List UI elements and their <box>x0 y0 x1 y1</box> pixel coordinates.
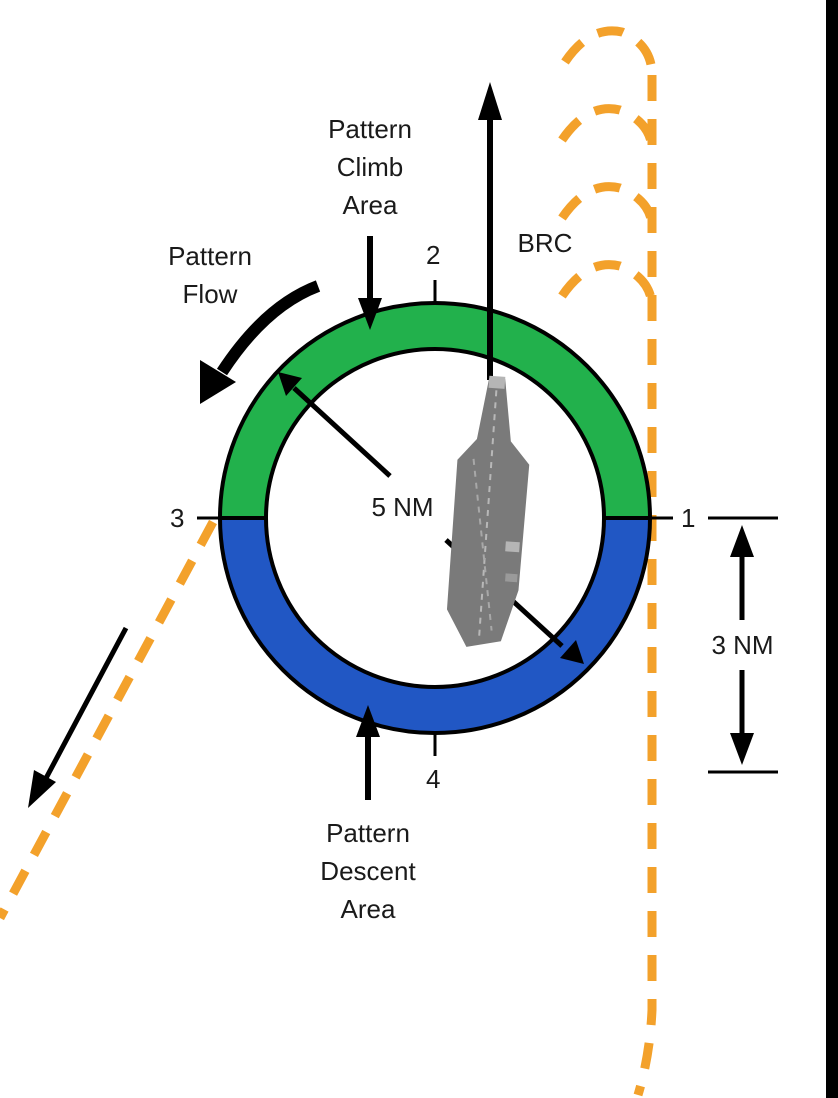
pattern-descent-line-2: Descent <box>320 856 416 886</box>
point-1-label: 1 <box>681 503 696 533</box>
pattern-loop-3 <box>558 182 657 226</box>
pattern-flow-arrow <box>200 280 321 404</box>
pattern-descent-line-3: Area <box>340 894 396 924</box>
pattern-path <box>0 26 657 1097</box>
brc-label: BRC <box>517 228 573 258</box>
pattern-flow-line-2: Flow <box>182 279 238 309</box>
radius-arrow-head-upper <box>278 372 302 396</box>
point-3-label: 3 <box>170 503 185 533</box>
climb-area-arrow <box>358 236 382 330</box>
pattern-climb-line-1: Pattern <box>328 114 412 144</box>
departure-arrow <box>28 626 129 808</box>
point-4-label: 4 <box>426 764 441 794</box>
pattern-flow-line-1: Pattern <box>168 241 252 271</box>
pattern-descent-line-1: Pattern <box>326 818 410 848</box>
radius-arrow-head-lower <box>560 640 584 664</box>
pattern-climb-line-2: Climb <box>336 152 404 182</box>
pattern-loop-2 <box>558 104 657 149</box>
offset-label: 3 NM <box>711 630 774 660</box>
point-2-label: 2 <box>426 240 441 270</box>
radius-label: 5 NM <box>371 492 434 522</box>
carrier-ship <box>446 375 530 647</box>
pattern-flow-label: Pattern Flow <box>145 237 275 313</box>
climb-area-ring <box>217 301 653 520</box>
pattern-climb-area-label: Pattern Climb Area <box>300 110 440 224</box>
descent-area-ring <box>217 516 653 735</box>
pattern-loop-1 <box>561 26 657 76</box>
pattern-climb-line-3: Area <box>342 190 398 220</box>
pattern-path-left-leg <box>0 519 217 921</box>
offset-dimension-arrow <box>730 525 754 765</box>
reference-lines <box>197 280 778 774</box>
pattern-loop-4 <box>558 260 657 306</box>
pattern-descent-area-label: Pattern Descent Area <box>290 814 446 928</box>
brc-arrow <box>478 82 502 380</box>
descent-area-arrow <box>356 705 380 800</box>
right-frame-border <box>826 0 838 1098</box>
pattern-path-right-leg <box>633 75 657 1097</box>
